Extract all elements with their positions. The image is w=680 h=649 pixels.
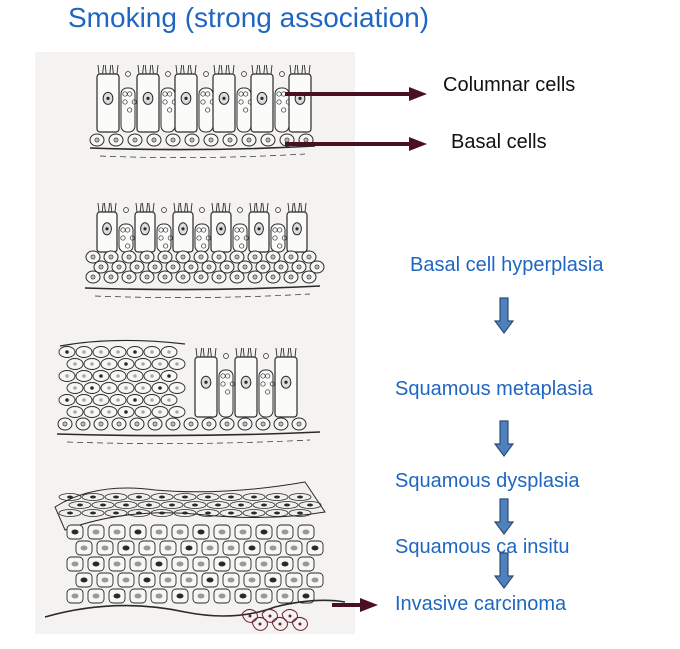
invasive-pointer-arrow: [332, 598, 378, 612]
flow-arrow-1: [494, 297, 514, 334]
columnar-cells-label: Columnar cells: [443, 74, 576, 96]
panel-dysplasia-carcinoma: [44, 481, 346, 631]
basal-cells-label: Basal cells: [451, 131, 547, 153]
stage-squamous-metaplasia: Squamous metaplasia: [395, 378, 593, 400]
panel-squamous-metaplasia: [56, 339, 321, 444]
basal-pointer-arrow: [285, 137, 427, 151]
slide-title: Smoking (strong association): [68, 2, 430, 33]
panel-basal-hyperplasia: [84, 202, 325, 298]
stage-basal-cell-hyperplasia: Basal cell hyperplasia: [410, 254, 604, 276]
flow-arrow-4: [494, 552, 514, 589]
panel-normal-epithelium: [89, 64, 316, 158]
stage-invasive-carcinoma: Invasive carcinoma: [395, 593, 567, 615]
epithelium-illustration: [35, 52, 355, 634]
stage-squamous-dysplasia: Squamous dysplasia: [395, 470, 580, 492]
columnar-pointer-arrow: [285, 87, 427, 101]
stage-squamous-ca-insitu: Squamous ca insitu: [395, 536, 570, 558]
flow-arrow-2: [494, 420, 514, 457]
flow-arrow-3: [494, 498, 514, 535]
